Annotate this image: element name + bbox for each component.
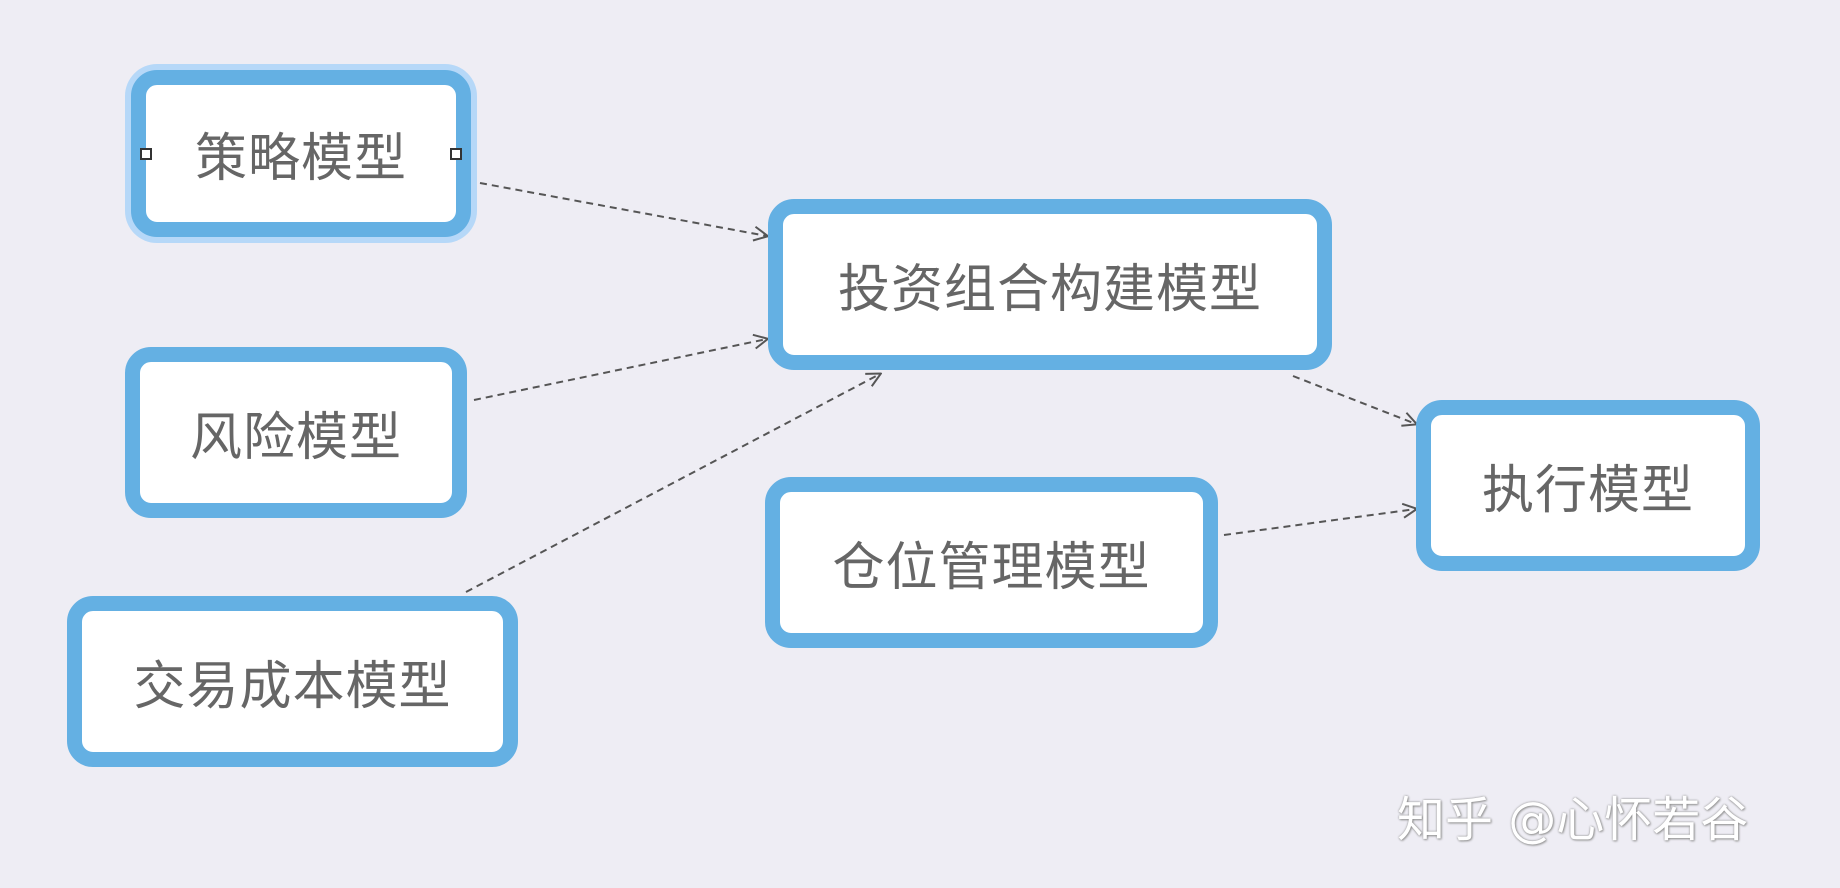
node-execution-label: 执行模型: [1481, 461, 1694, 521]
node-cost-label: 交易成本模型: [133, 657, 452, 717]
node-transaction-cost-model[interactable]: 交易成本模型: [67, 596, 518, 767]
edge-risk-to-portfolio[interactable]: [473, 339, 767, 401]
watermark: 知乎 @心怀若谷: [1397, 792, 1749, 848]
node-strategy-label: 策略模型: [194, 129, 407, 189]
node-execution-model[interactable]: 执行模型: [1416, 400, 1760, 571]
node-portfolio-construction-model[interactable]: 投资组合构建模型: [768, 199, 1332, 370]
node-position-label: 仓位管理模型: [832, 538, 1151, 598]
edge-strategy-to-portfolio[interactable]: [479, 182, 767, 236]
node-risk-model[interactable]: 风险模型: [125, 347, 467, 518]
node-position-management-model[interactable]: 仓位管理模型: [765, 477, 1218, 648]
edge-cost-to-portfolio[interactable]: [465, 374, 880, 593]
edge-position-to-execution[interactable]: [1223, 509, 1416, 536]
resize-handle-left[interactable]: [140, 147, 152, 160]
node-portfolio-label: 投资组合构建模型: [837, 260, 1262, 320]
node-strategy-model[interactable]: 策略模型: [131, 70, 471, 237]
resize-handle-right[interactable]: [450, 147, 462, 160]
node-risk-label: 风险模型: [189, 408, 402, 468]
edge-portfolio-to-execution[interactable]: [1292, 375, 1416, 424]
